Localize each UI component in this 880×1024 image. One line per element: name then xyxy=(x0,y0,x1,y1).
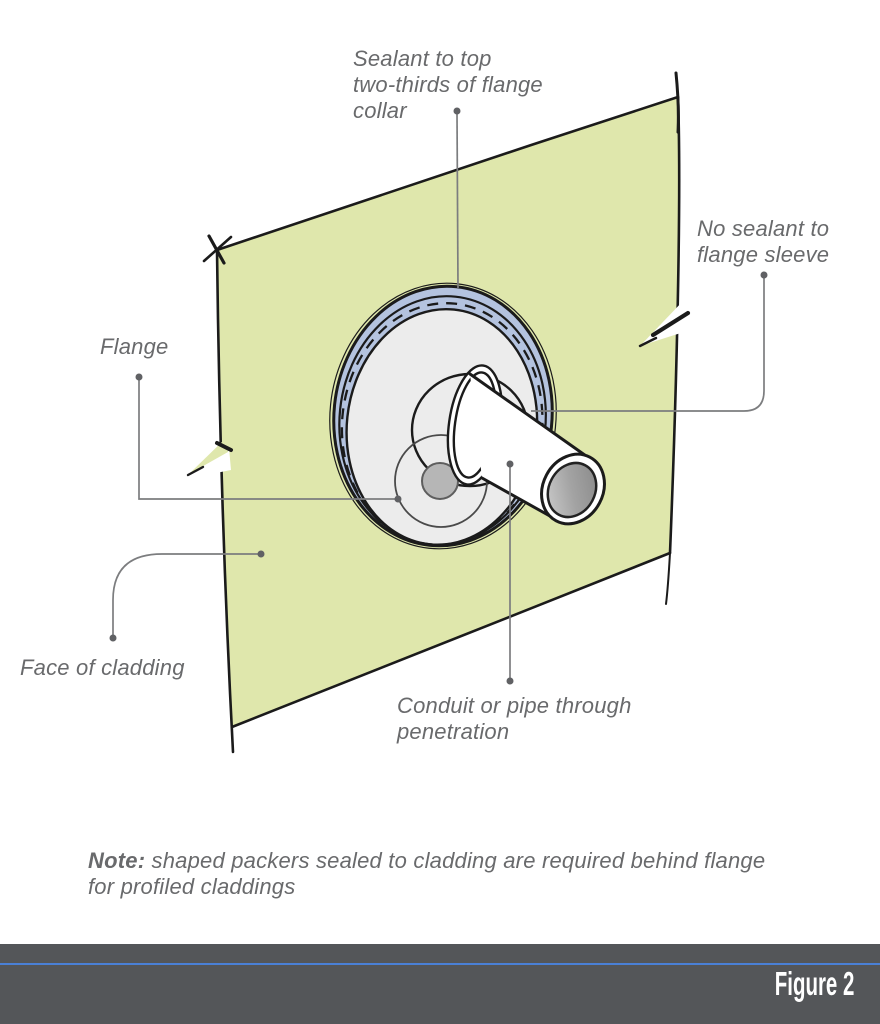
corner-tick-bottom-right xyxy=(665,552,671,605)
leader-face-of-cladding xyxy=(112,553,260,636)
label-conduit-pipe: Conduit or pipe through penetration xyxy=(397,693,632,744)
pipe-end-opening xyxy=(546,461,598,519)
figure-note: Note: shaped packers sealed to cladding … xyxy=(88,848,868,900)
figure-caption: Figure 2 xyxy=(774,965,854,1002)
leader-dots xyxy=(109,107,768,685)
label-flange: Flange xyxy=(100,334,169,359)
tear-mark-left xyxy=(186,437,233,479)
leader-lines xyxy=(112,112,765,679)
note-prefix: Note: xyxy=(88,848,146,873)
note-text: shaped packers sealed to cladding are re… xyxy=(88,848,766,899)
footer-bar xyxy=(0,944,880,1024)
label-face-of-cladding: Face of cladding xyxy=(20,655,185,680)
footer-accent-line xyxy=(0,963,880,965)
label-no-sealant-sleeve: No sealant to flange sleeve xyxy=(697,216,830,267)
leader-sealant xyxy=(456,112,459,289)
leader-no-sealant xyxy=(531,277,765,412)
leader-flange xyxy=(138,379,398,500)
label-sealant-collar: Sealant to top two-thirds of flange coll… xyxy=(353,46,543,123)
corner-tick-top-right xyxy=(674,71,680,134)
penetration-flange-diagram xyxy=(109,71,768,754)
conduit-pipe xyxy=(446,364,606,526)
tear-mark-right xyxy=(638,300,691,348)
